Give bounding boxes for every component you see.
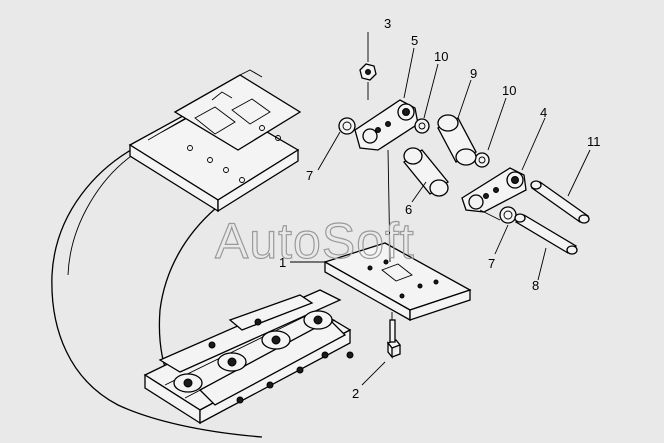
callout-6: 6 bbox=[405, 202, 412, 217]
watermark-text: AutoSoft bbox=[215, 213, 415, 269]
callout-2: 2 bbox=[352, 386, 359, 401]
callout-7-upper: 7 bbox=[306, 168, 313, 183]
bushing-part-9 bbox=[437, 114, 477, 166]
callout-4: 4 bbox=[540, 105, 547, 120]
assembly-guide-lines bbox=[367, 82, 501, 320]
callout-7-lower: 7 bbox=[488, 256, 495, 271]
pin-part-8 bbox=[514, 213, 578, 255]
seal-part-7 bbox=[338, 117, 517, 224]
callout-5: 5 bbox=[411, 33, 418, 48]
callout-labels: 1 2 3 4 5 6 7 7 8 9 10 10 11 bbox=[279, 16, 601, 401]
leader-lines bbox=[290, 32, 591, 386]
shoe-bolt-part-2 bbox=[386, 319, 402, 359]
lower-chain-assembly bbox=[143, 289, 354, 425]
upper-track-shoes bbox=[128, 69, 302, 213]
callout-10-upper: 10 bbox=[434, 49, 448, 64]
callout-3: 3 bbox=[384, 16, 391, 31]
spacer-part-10 bbox=[414, 118, 490, 168]
pin-part-11 bbox=[530, 180, 590, 224]
callout-10-lower: 10 bbox=[502, 83, 516, 98]
link-part-5 bbox=[354, 99, 419, 151]
callout-9: 9 bbox=[470, 66, 477, 81]
callout-8: 8 bbox=[532, 278, 539, 293]
bushing-part-6 bbox=[403, 147, 449, 197]
nut-part-3 bbox=[359, 63, 377, 81]
callout-11: 11 bbox=[587, 134, 601, 149]
track-shoe-part-1 bbox=[323, 242, 472, 322]
callout-1: 1 bbox=[279, 255, 286, 270]
link-part-4 bbox=[461, 167, 527, 213]
